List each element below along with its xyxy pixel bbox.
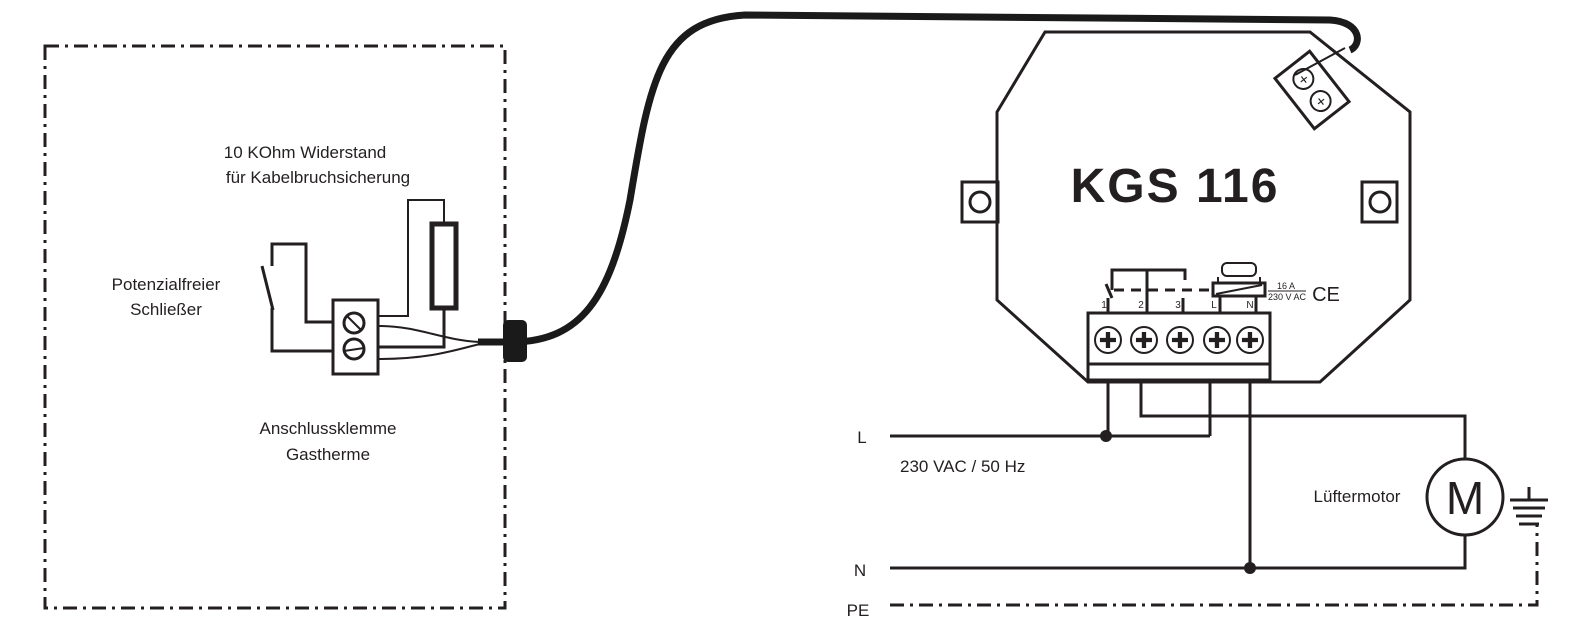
sensor-connector: + +: [1272, 49, 1352, 131]
terminal-label-1: Anschlussklemme: [260, 419, 397, 438]
mains-wiring: [890, 380, 1539, 607]
line-label: L: [857, 428, 866, 447]
relay-symbol: [1104, 262, 1267, 312]
svg-text:✚: ✚: [1241, 328, 1259, 353]
ce-mark: CE: [1312, 284, 1340, 306]
sensor-cable: [478, 11, 1361, 346]
ground-icon: [1510, 487, 1548, 526]
supply-label: 230 VAC / 50 Hz: [900, 457, 1025, 476]
motor-symbol: [1425, 457, 1505, 537]
terminal-label: L: [1211, 300, 1217, 311]
earth-label: PE: [847, 601, 870, 620]
wire: [377, 343, 481, 360]
switch-label-2: Schließer: [130, 300, 202, 319]
rating-voltage: 230 V AC: [1268, 292, 1307, 302]
terminal-label: N: [1246, 300, 1253, 311]
svg-text:✚: ✚: [1099, 328, 1117, 353]
terminal-label: 3: [1175, 300, 1181, 311]
terminal-label-2: Gastherme: [286, 445, 370, 464]
motor-symbol-letter: M: [1446, 472, 1484, 524]
neutral-label: N: [854, 561, 866, 580]
device-name: KGS 116: [1071, 160, 1280, 213]
switch-symbol: [260, 242, 333, 353]
boiler-terminal-block: [331, 298, 380, 376]
cable-grommet: [503, 320, 527, 362]
boiler-boundary: [43, 44, 507, 610]
device-terminal-block: [1086, 311, 1272, 382]
terminal-label: 2: [1138, 300, 1144, 311]
svg-text:✚: ✚: [1208, 328, 1226, 353]
svg-text:✚: ✚: [1135, 328, 1153, 353]
mounting-tab-left: [960, 180, 1000, 224]
resistor-label-2: für Kabelbruchsicherung: [226, 168, 410, 187]
resistor-label-1: 10 KOhm Widerstand: [224, 143, 387, 162]
rating-current: 16 A: [1277, 281, 1295, 291]
wire: [377, 325, 481, 343]
resistor-symbol: [378, 199, 459, 349]
terminal-label: 1: [1101, 300, 1107, 311]
mounting-tab-right: [1360, 180, 1399, 224]
svg-text:✚: ✚: [1171, 328, 1189, 353]
motor-label: Lüftermotor: [1314, 487, 1401, 506]
switch-label-1: Potenzialfreier: [112, 275, 221, 294]
kgs116-device: + + KGS 116 16 A 230 V AC CE 1 2 3: [960, 30, 1412, 384]
